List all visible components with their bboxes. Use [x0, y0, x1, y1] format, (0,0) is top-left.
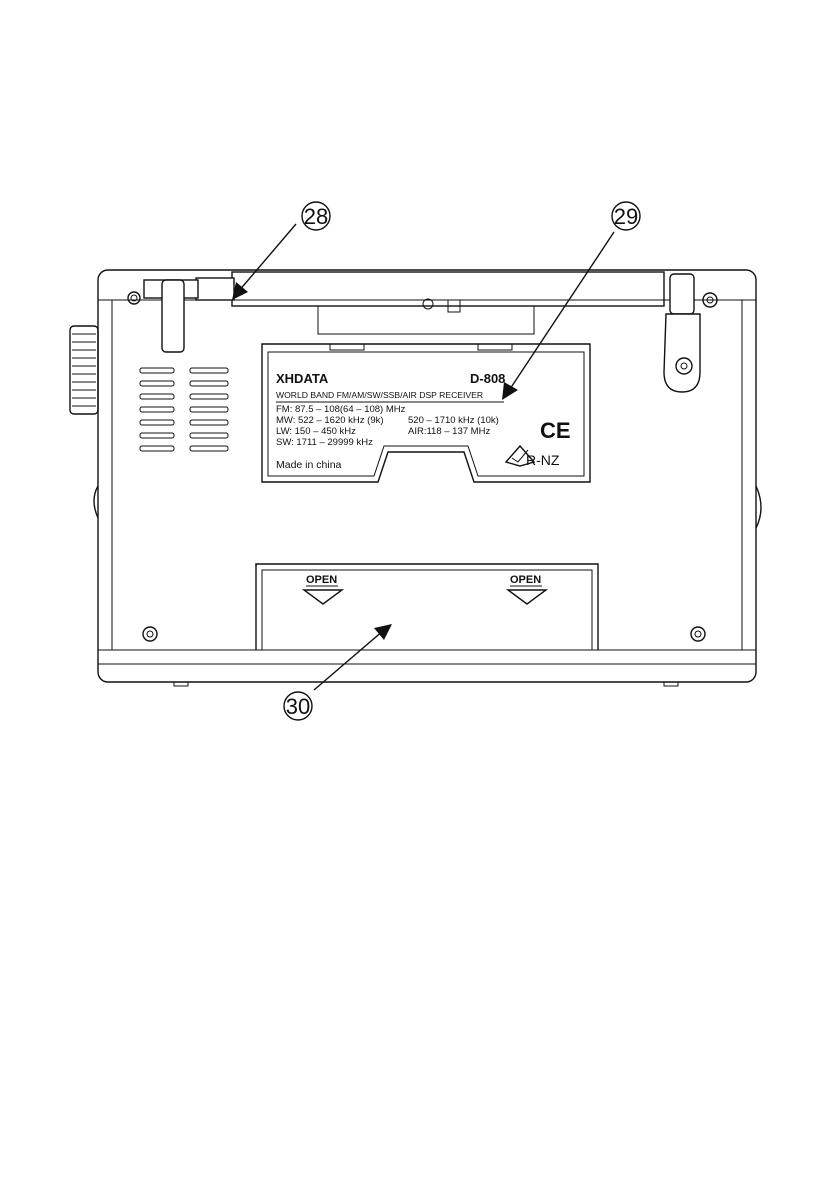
open-label-right: OPEN [510, 574, 541, 586]
battery-door: OPEN OPEN [256, 564, 598, 650]
callout-28-number: 28 [304, 204, 328, 229]
callout-29-number: 29 [614, 204, 638, 229]
spec-label: XHDATA D-808 WORLD BAND FM/AM/SW/SSB/AIR… [276, 371, 571, 471]
antenna-hinge-bracket [664, 274, 717, 392]
side-bump-right [756, 486, 761, 528]
brand-name: XHDATA [276, 371, 329, 386]
speaker-grille [140, 368, 228, 451]
radio-body [98, 270, 756, 686]
mw-range-9k: MW: 522 – 1620 kHz (9k) [276, 415, 384, 426]
screw-right [691, 627, 705, 641]
open-arrow-right-icon [508, 590, 546, 604]
callout-30: 30 [284, 624, 392, 720]
fm-range: FM: 87.5 – 108(64 – 108) MHz [276, 404, 406, 415]
screw-left [143, 627, 157, 641]
callout-30-number: 30 [286, 694, 310, 719]
open-arrow-left-icon [304, 590, 342, 604]
open-label-left: OPEN [306, 574, 337, 586]
product-subtitle: WORLD BAND FM/AM/SW/SSB/AIR DSP RECEIVER [276, 390, 483, 400]
sw-range: SW: 1711 – 29999 kHz [276, 437, 373, 448]
lw-range: LW: 150 – 450 kHz [276, 426, 356, 437]
mw-range-10k: 520 – 1710 kHz (10k) [408, 415, 499, 426]
ce-mark: CE [540, 418, 571, 443]
tuning-knob [70, 326, 98, 414]
rcm-mark-text: R-NZ [526, 452, 560, 468]
made-in-text: Made in china [276, 459, 342, 471]
air-range: AIR:118 – 137 MHz [408, 426, 490, 437]
model-number: D-808 [470, 371, 505, 386]
telescopic-antenna [128, 272, 664, 352]
